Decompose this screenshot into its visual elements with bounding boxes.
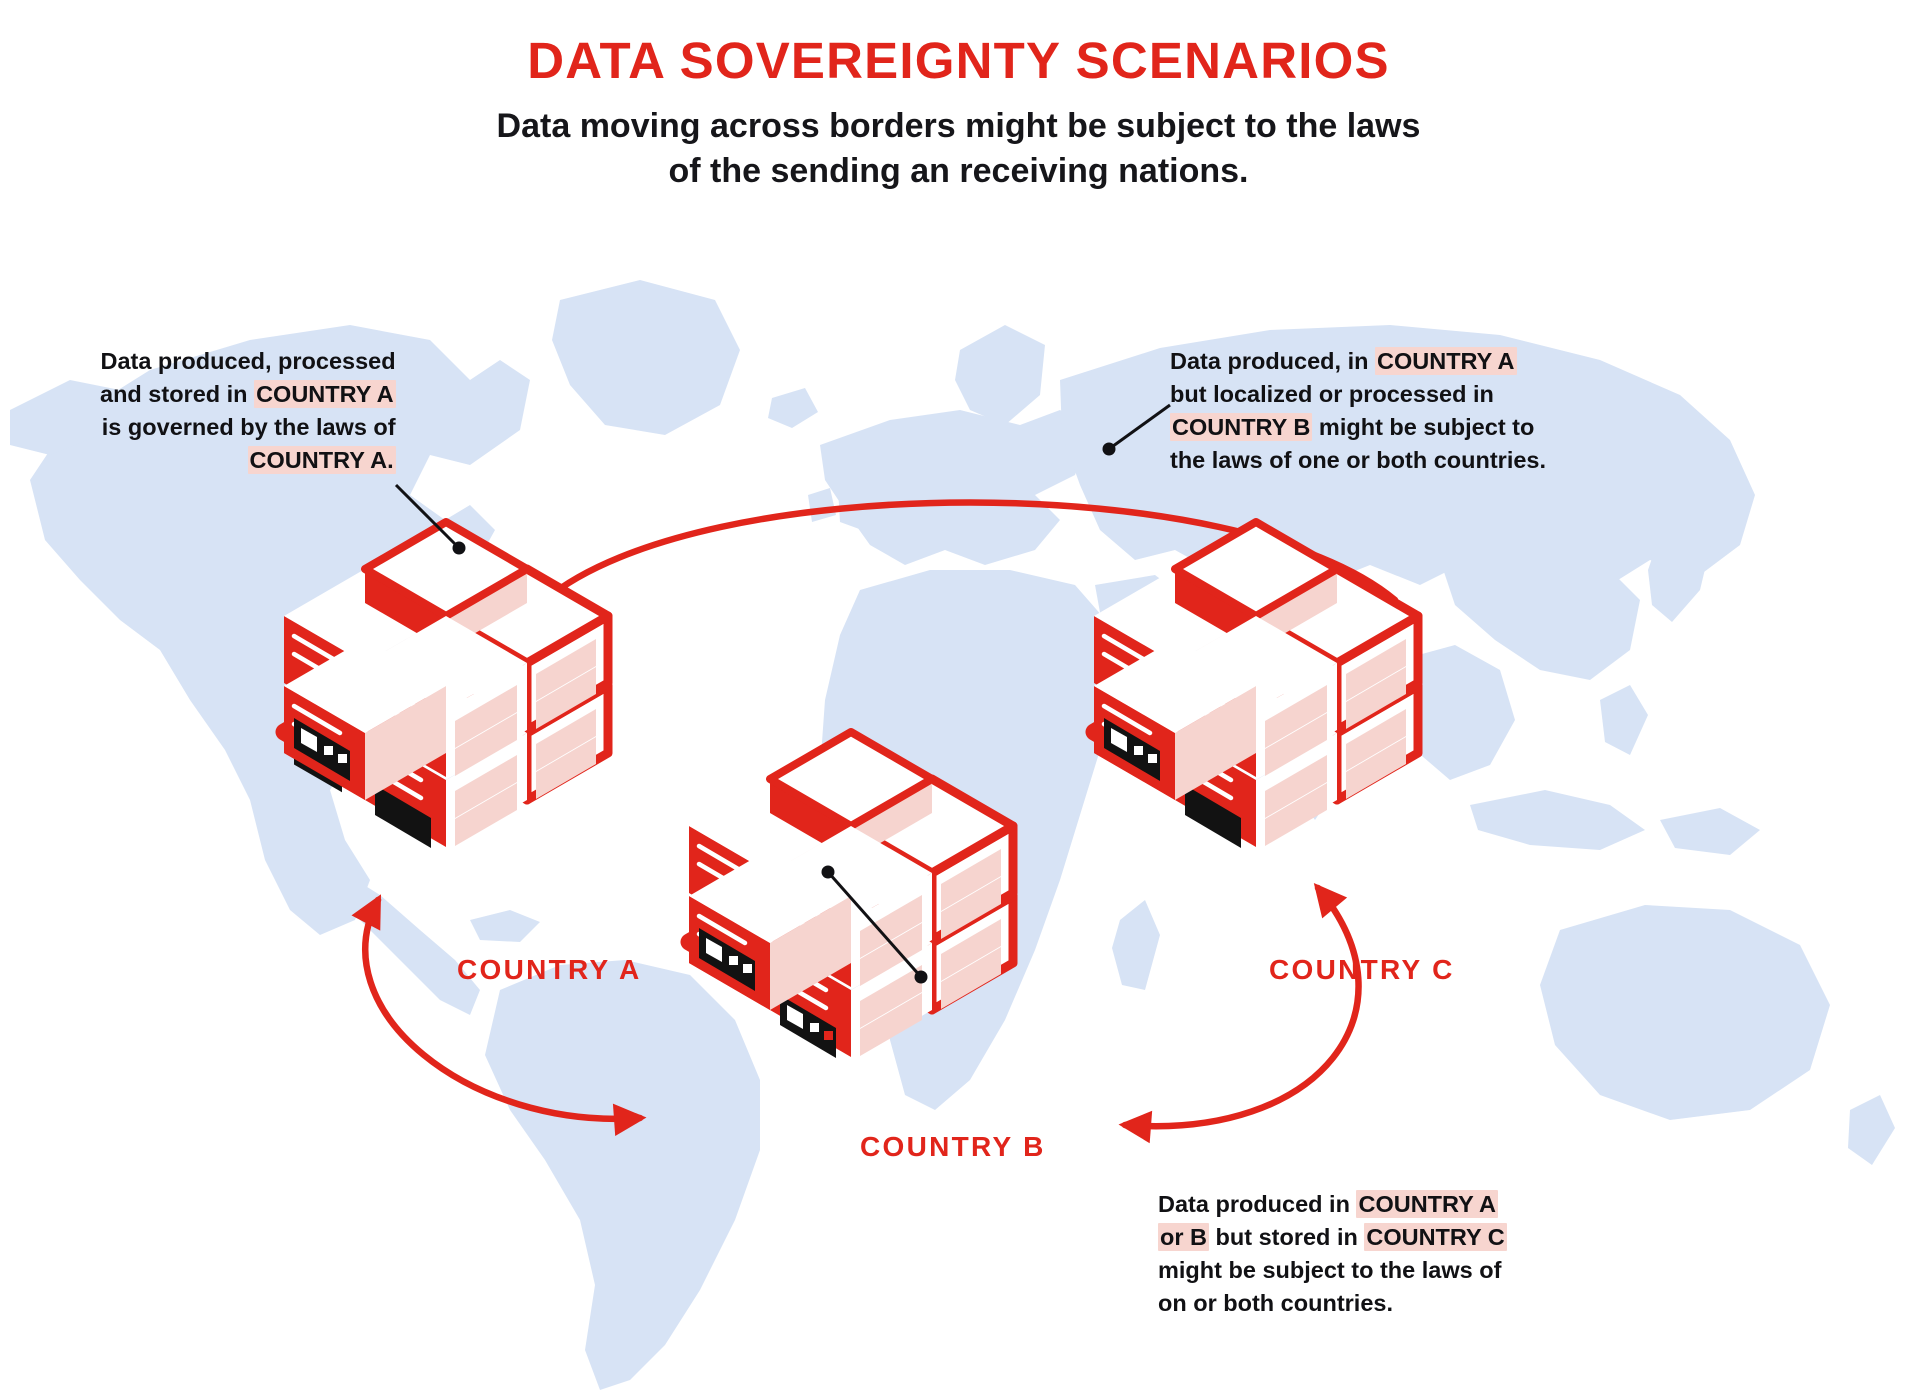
connector-a-to-c xyxy=(541,499,1399,604)
highlight-term: COUNTRY A xyxy=(1375,347,1517,375)
subtitle-line-1: Data moving across borders might be subj… xyxy=(496,107,1421,146)
dot-marker xyxy=(821,865,835,879)
callout-text-run: might be subject to xyxy=(1312,413,1535,440)
callout-country-a: Data produced, processed and stored in CO… xyxy=(100,345,396,477)
callout-line-3: COUNTRY B might be subject to xyxy=(1170,411,1546,444)
leader-line-country-b xyxy=(821,865,928,984)
rack-unit-front-left xyxy=(284,639,446,800)
platform-c xyxy=(1085,631,1419,833)
page-title: DATA SOVEREIGNTY SCENARIOS xyxy=(527,32,1390,89)
highlight-term: COUNTRY A. xyxy=(247,445,396,474)
callout-text-run: Data produced, in xyxy=(1170,348,1375,374)
callout-line-2: or B but stored in COUNTRY C xyxy=(1158,1221,1507,1254)
callout-line-4: COUNTRY A. xyxy=(100,444,396,477)
connector-a-to-b xyxy=(351,894,647,1137)
highlight-term: COUNTRY B xyxy=(1170,412,1313,441)
header: DATA SOVEREIGNTY SCENARIOS Data moving a… xyxy=(0,32,1917,194)
rack-unit-back-left-b xyxy=(689,779,851,1010)
callout-text-run: the laws of one or both countries. xyxy=(1170,446,1547,473)
callout-line-1: Data produced, in COUNTRY A xyxy=(1170,345,1546,378)
callout-text-run: is governed by the laws of xyxy=(101,413,396,440)
rack-unit-back-right-b xyxy=(846,774,1018,1015)
rack-unit-front-left-b xyxy=(689,849,851,1010)
callout-line-2: and stored in COUNTRY A xyxy=(100,378,396,411)
rack-unit-top-center-c xyxy=(1171,518,1341,650)
rack-unit-back-left xyxy=(284,569,446,800)
callout-text-run: but localized or processed in xyxy=(1170,380,1494,407)
highlight-term: COUNTRY A xyxy=(1356,1190,1498,1218)
dot-marker xyxy=(1102,442,1116,456)
leader-line-country-c xyxy=(1102,403,1171,456)
callout-line-3: might be subject to the laws of xyxy=(1158,1254,1507,1287)
highlight-term: COUNTRY A xyxy=(254,379,396,408)
connector-b-to-c xyxy=(1118,883,1362,1144)
rack-unit-back-right xyxy=(441,564,613,805)
country-label-c: COUNTRY C xyxy=(1269,954,1455,985)
highlight-term: COUNTRY C xyxy=(1364,1222,1507,1251)
callout-text-run: on or both countries. xyxy=(1158,1289,1393,1316)
dot-marker xyxy=(914,970,928,984)
callout-text-run: Data produced in xyxy=(1158,1191,1357,1217)
country-label-a: COUNTRY A xyxy=(457,954,642,985)
callout-line-2: but localized or processed in xyxy=(1170,378,1546,411)
country-label-b: COUNTRY B xyxy=(860,1131,1046,1162)
callout-text-run: and stored in xyxy=(100,380,255,407)
highlight-term: or B xyxy=(1158,1222,1209,1251)
platform-a xyxy=(275,631,609,833)
callout-line-4: the laws of one or both countries. xyxy=(1170,444,1546,477)
callout-text-run: Data produced, processed xyxy=(100,348,396,374)
dot-marker xyxy=(452,541,466,555)
page-subtitle: Data moving across borders might be subj… xyxy=(0,104,1917,194)
callout-line-3: is governed by the laws of xyxy=(100,411,396,444)
rack-unit-top-center-b xyxy=(766,728,936,860)
callout-line-1: Data produced, processed xyxy=(100,345,396,378)
rack-unit-back-left-c xyxy=(1094,569,1256,800)
rack-unit-front-center xyxy=(365,616,527,859)
rack-unit-front-center-b xyxy=(770,826,932,1058)
rack-unit-top-center xyxy=(361,518,531,650)
platform-b xyxy=(680,841,1014,1043)
callout-line-1: Data produced in COUNTRY A xyxy=(1158,1188,1507,1221)
callout-text-run: might be subject to the laws of xyxy=(1158,1256,1502,1283)
callout-line-4: on or both countries. xyxy=(1158,1287,1507,1320)
callout-text-run: but stored in xyxy=(1209,1223,1365,1250)
rack-unit-front-center-c xyxy=(1175,616,1337,848)
rack-unit-back-right-c xyxy=(1251,564,1423,805)
leader-line-country-a xyxy=(394,483,466,555)
rack-unit-front-left-c xyxy=(1094,639,1256,800)
subtitle-line-2: of the sending an receiving nations. xyxy=(668,151,1249,190)
